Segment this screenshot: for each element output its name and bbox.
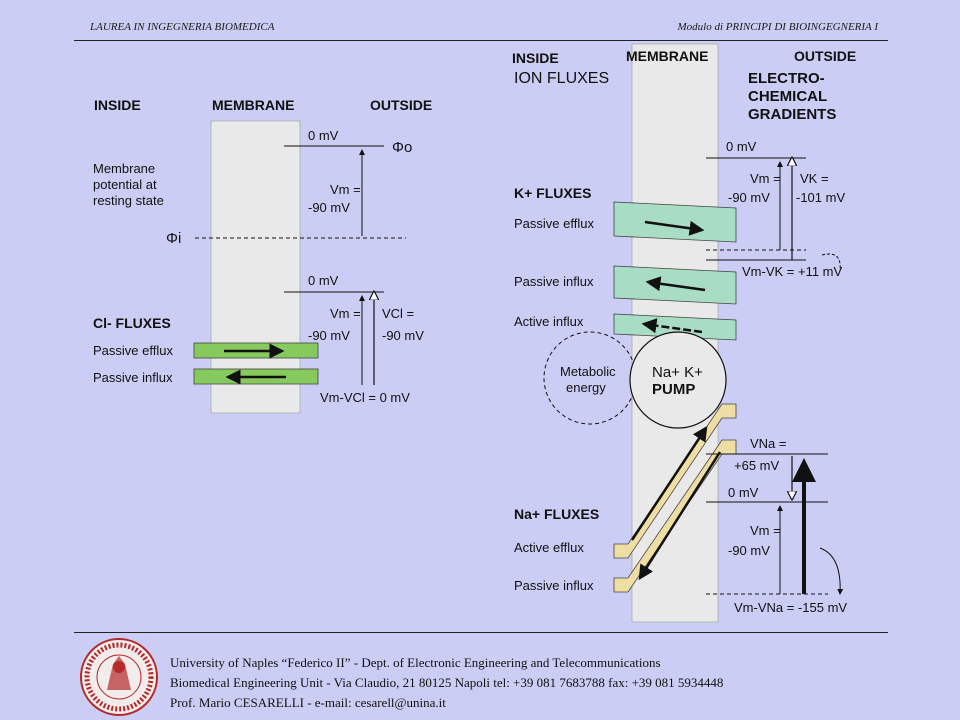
na-efflux-arrow [630, 425, 708, 541]
left-diagram: INSIDE MEMBRANE OUTSIDE 0 mV Φo Membrane… [93, 97, 432, 414]
r-na-curve-arrow [819, 547, 844, 595]
r-vk-value: -101 mV [796, 190, 845, 205]
label-phi-o: Φo [392, 139, 412, 156]
r-k-curve-arrow [821, 253, 841, 271]
r-vm2-value: -90 mV [728, 543, 770, 558]
r-na-fluxes-title: Na+ FLUXES [514, 506, 599, 522]
r-vk-label: VK = [800, 171, 829, 186]
k-active-arrow [641, 318, 703, 334]
header-module-title: Modulo di PRINCIPI DI BIOINGEGNERIA I [677, 21, 878, 33]
university-seal-logo [80, 638, 158, 716]
membrane-left [210, 120, 301, 414]
r-pump1: Na+ K+ [652, 364, 703, 381]
vm-mid-label: Vm = [330, 306, 361, 321]
vm-top-value: -90 mV [308, 200, 350, 215]
footer-line2: Biomedical Engineering Unit - Via Claudi… [170, 675, 724, 690]
vcl-label: VCl = [382, 306, 414, 321]
vm-top-label: Vm = [330, 182, 361, 197]
footer-line3: Prof. Mario CESARELLI - e-mail: cesarell… [170, 695, 446, 710]
r-ion-fluxes: ION FLUXES [514, 70, 609, 87]
label-inside: INSIDE [94, 97, 141, 113]
label-membrane: MEMBRANE [212, 97, 294, 113]
r-vm2-label: Vm = [750, 523, 781, 538]
r-na-active-efflux: Active efflux [514, 540, 584, 555]
r-na-passive-influx: Passive influx [514, 578, 594, 593]
r-vm-label: Vm = [750, 171, 781, 186]
r-metabolic1: Metabolic [560, 364, 616, 379]
k-influx-arrow [645, 276, 706, 292]
r-vna-value: +65 mV [734, 458, 779, 473]
label-0mv-top: 0 mV [308, 128, 339, 143]
r-vm-vna: Vm-VNa = -155 mV [734, 600, 847, 615]
na-influx-arrow [638, 451, 722, 581]
r-vna-label: VNa = [750, 436, 787, 451]
r-label-inside: INSIDE [512, 50, 559, 66]
r-vm-value: -90 mV [728, 190, 770, 205]
r-0mv: 0 mV [726, 139, 757, 154]
r-label-outside: OUTSIDE [794, 48, 856, 64]
cl-fluxes-title: Cl- FLUXES [93, 315, 171, 331]
label-outside: OUTSIDE [370, 97, 432, 113]
label-phi-i: Φi [166, 230, 181, 247]
footer-line1: University of Naples “Federico II” - Dep… [170, 655, 661, 670]
r-pump2: PUMP [652, 381, 695, 398]
vm-mid-value: -90 mV [308, 328, 350, 343]
r-k-passive-influx: Passive influx [514, 274, 594, 289]
r-k-fluxes-title: K+ FLUXES [514, 185, 591, 201]
header-divider [74, 40, 888, 41]
r-vm-vk: Vm-VK = +11 mV [742, 264, 843, 279]
footer-divider [74, 632, 888, 633]
cl-passive-influx: Passive influx [93, 370, 173, 385]
label-0mv-mid: 0 mV [308, 273, 339, 288]
rest-line1: Membrane [93, 161, 155, 176]
k-efflux-arrow [644, 220, 705, 236]
r-k-passive-efflux: Passive efflux [514, 216, 594, 231]
right-diagram: INSIDE MEMBRANE OUTSIDE ION FLUXES ELECT… [512, 43, 856, 623]
na-k-pump [629, 331, 727, 429]
k-efflux-band [613, 201, 737, 243]
rest-line2: potential at [93, 177, 157, 192]
r-metabolic2: energy [566, 380, 606, 395]
cl-passive-efflux: Passive efflux [93, 343, 173, 358]
r-k-active-influx: Active influx [514, 314, 584, 329]
r-grad1: ELECTRO- [748, 70, 825, 87]
r-grad3: GRADIENTS [748, 106, 836, 123]
vm-vcl-label: Vm-VCl = 0 mV [320, 390, 410, 405]
r-label-membrane: MEMBRANE [626, 48, 708, 64]
r-grad2: CHEMICAL [748, 88, 827, 105]
header-course-title: LAUREA IN INGEGNERIA BIOMEDICA [90, 21, 275, 33]
vcl-value: -90 mV [382, 328, 424, 343]
rest-line3: resting state [93, 193, 164, 208]
r-0mv-2: 0 mV [728, 485, 759, 500]
